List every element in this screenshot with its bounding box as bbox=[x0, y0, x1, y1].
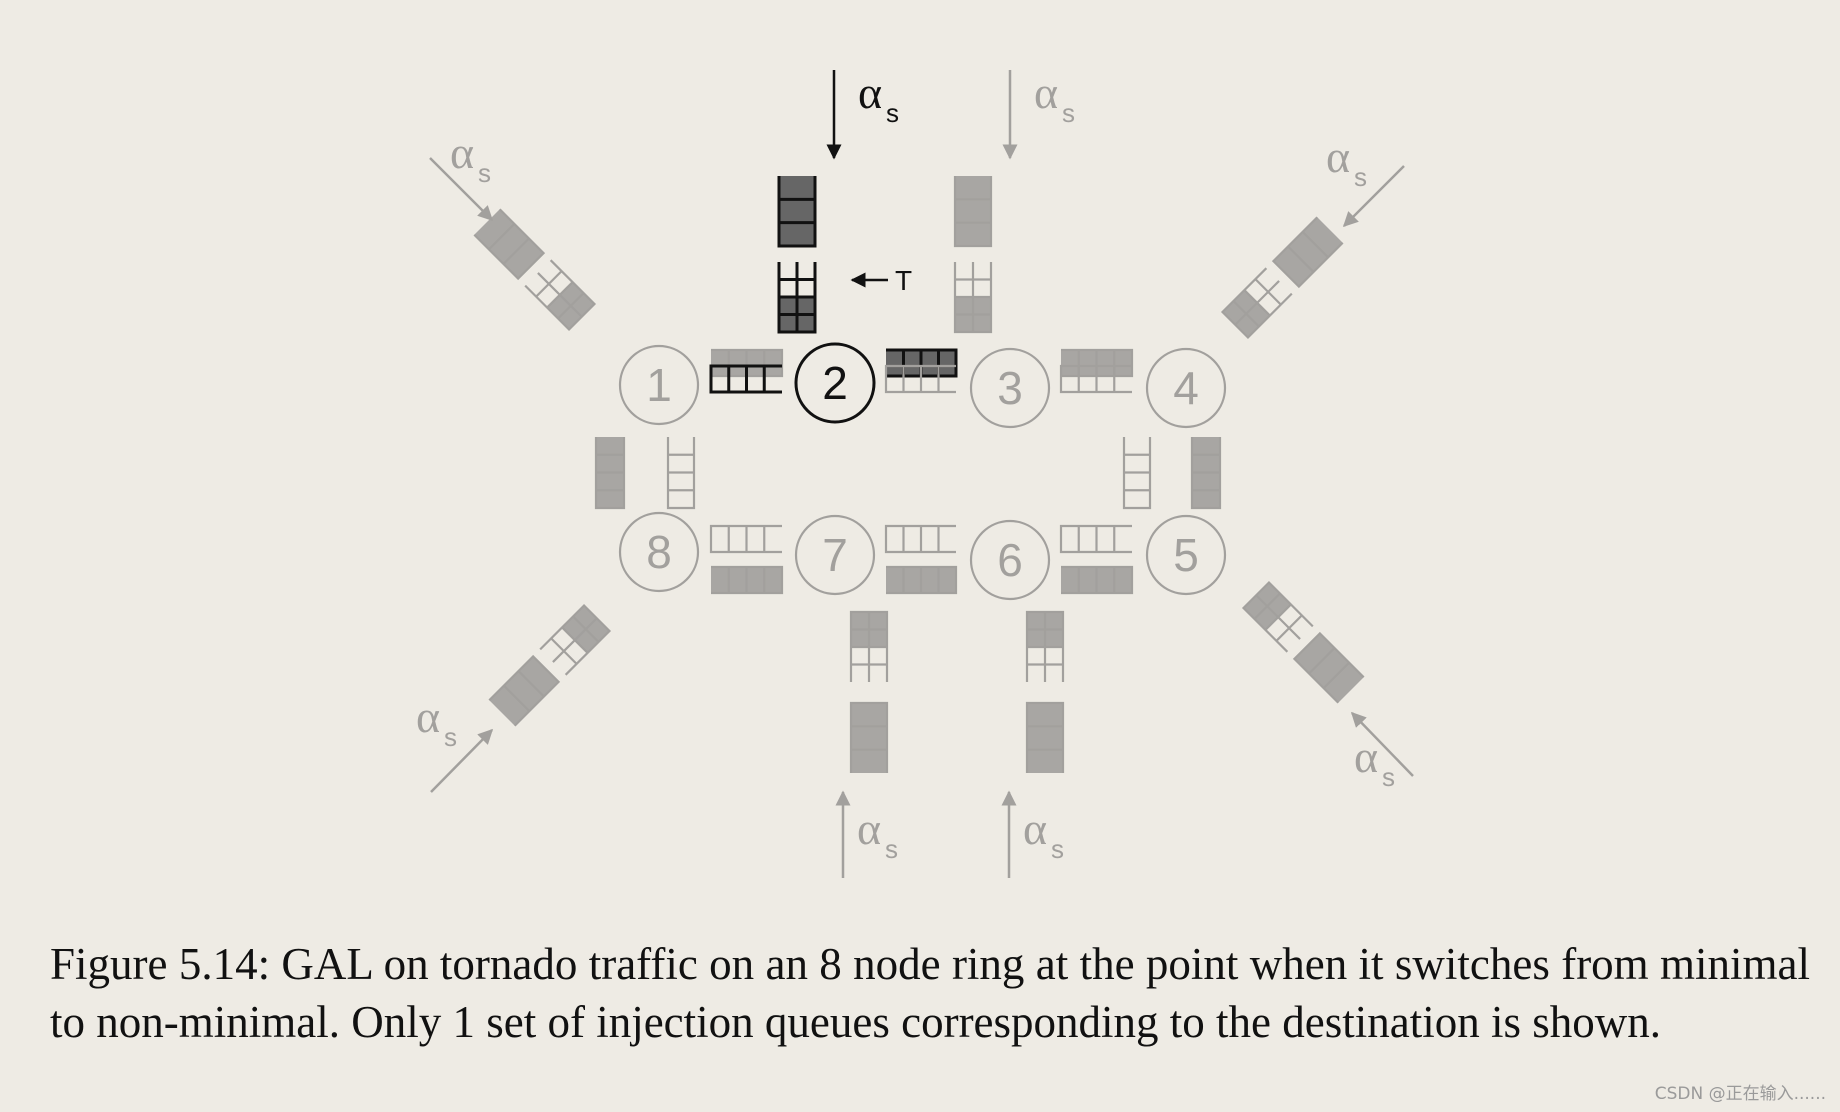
link-queue-right-empty bbox=[1122, 437, 1152, 510]
injection-queue-node8-outer bbox=[488, 654, 561, 727]
link-queue-right-filled bbox=[1190, 437, 1222, 510]
injection-queue-node4-outer bbox=[1271, 216, 1344, 289]
alpha-node3-label: α bbox=[1034, 67, 1058, 118]
alpha-node5-arrow bbox=[1350, 711, 1414, 777]
link-queue-left-empty bbox=[666, 437, 696, 510]
alpha-node6-label: α bbox=[1023, 803, 1047, 854]
link-queue-lower bbox=[711, 565, 784, 595]
injection-queue-node7-outer bbox=[849, 701, 889, 773]
node-6-circle bbox=[969, 519, 1051, 601]
node-2-circle bbox=[794, 342, 876, 424]
ring-links bbox=[594, 348, 1222, 595]
injection-queue-node8-inner bbox=[539, 603, 612, 676]
node-1-label: 1 bbox=[646, 359, 672, 411]
injection-queue-node6-inner bbox=[1025, 610, 1065, 682]
node-8-circle bbox=[618, 511, 700, 593]
alpha-node4-label: α bbox=[1326, 131, 1350, 182]
alpha-node1-label: α bbox=[450, 127, 474, 178]
node-7-circle bbox=[794, 514, 876, 596]
node-5-circle bbox=[1145, 514, 1227, 596]
injection-queue-node5-inner bbox=[1241, 580, 1314, 653]
node-4-circle bbox=[1145, 347, 1227, 429]
link-queue-left-filled bbox=[594, 437, 626, 510]
link-queue-lower bbox=[1059, 364, 1132, 394]
link-queue-lower bbox=[1061, 565, 1134, 595]
alpha-node7-label: α bbox=[857, 803, 881, 854]
injection-queue-node1-inner bbox=[524, 259, 597, 332]
watermark: CSDN @正在输入...... bbox=[1654, 1084, 1826, 1104]
link-queue-lower bbox=[884, 364, 956, 394]
threshold-label: T bbox=[895, 265, 912, 296]
alpha-node2-label: α bbox=[858, 67, 882, 118]
injection-queue-node7-inner bbox=[849, 610, 889, 682]
alpha-node8-label: α bbox=[416, 691, 440, 742]
link-queue-upper bbox=[884, 524, 956, 554]
node-3-label: 3 bbox=[997, 362, 1023, 414]
link-queue-upper bbox=[1059, 524, 1132, 554]
injection-queue-node3-inner bbox=[953, 262, 993, 334]
node-3-circle bbox=[969, 347, 1051, 429]
injection-queue-node4-inner bbox=[1220, 267, 1293, 340]
node-5-label: 5 bbox=[1173, 529, 1199, 581]
injection-queue-node2-outer bbox=[777, 176, 817, 248]
injection-queues bbox=[473, 176, 1365, 773]
injection-queue-node6-outer bbox=[1025, 701, 1065, 773]
node-8-label: 8 bbox=[646, 526, 672, 578]
alpha-node3-subscript: s bbox=[1062, 98, 1075, 128]
link-queue-lower bbox=[709, 364, 782, 394]
alpha-node8-subscript: s bbox=[444, 722, 457, 752]
alpha-node7-subscript: s bbox=[885, 834, 898, 864]
alpha-node1-arrow bbox=[429, 157, 494, 222]
alpha-node5-label: α bbox=[1354, 731, 1378, 782]
alpha-node4-subscript: s bbox=[1354, 162, 1367, 192]
alpha-node5-subscript: s bbox=[1382, 762, 1395, 792]
node-7-label: 7 bbox=[822, 529, 848, 581]
link-queue-upper bbox=[709, 524, 782, 554]
injection-queue-node2-inner bbox=[777, 262, 817, 334]
injection-queue-node1-outer bbox=[473, 208, 546, 281]
alpha-node2-subscript: s bbox=[886, 98, 899, 128]
link-queue-lower bbox=[886, 565, 958, 595]
alpha-node6-subscript: s bbox=[1051, 834, 1064, 864]
node-2-label: 2 bbox=[822, 357, 848, 409]
node-1-circle bbox=[618, 344, 700, 426]
node-4-label: 4 bbox=[1173, 362, 1199, 414]
injection-queue-node3-outer bbox=[953, 176, 993, 248]
figure-caption: Figure 5.14: GAL on tornado traffic on a… bbox=[50, 939, 1810, 1047]
alpha-node1-subscript: s bbox=[478, 158, 491, 188]
ring-nodes: 1 2 3 4 5 6 7 8 bbox=[618, 342, 1227, 601]
alpha-node4-arrow bbox=[1342, 165, 1405, 228]
node-6-label: 6 bbox=[997, 534, 1023, 586]
alpha-node8-arrow bbox=[430, 728, 494, 793]
injection-queue-node5-outer bbox=[1292, 631, 1365, 704]
